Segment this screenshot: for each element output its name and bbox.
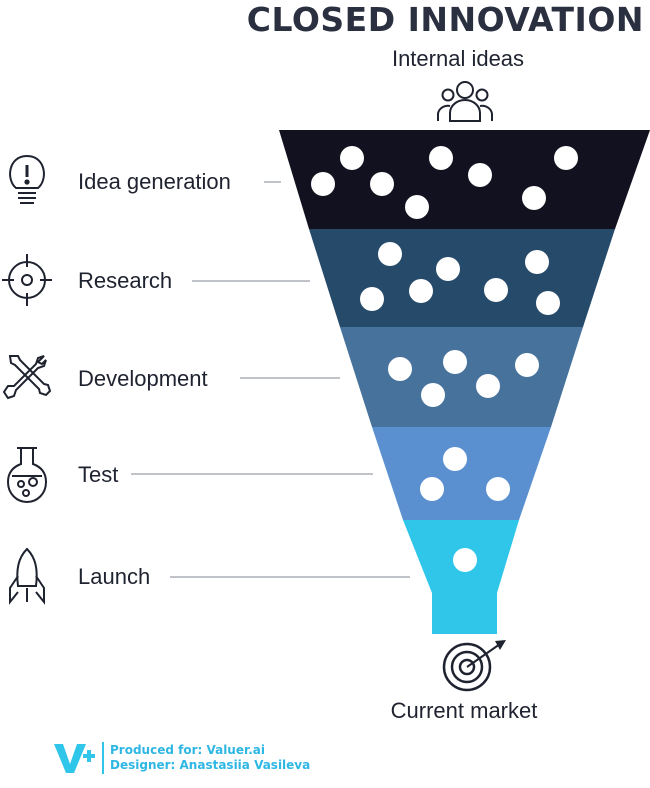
idea-dot [468, 163, 492, 187]
research-dot [378, 242, 402, 266]
flask-icon [6, 447, 48, 504]
rocket-icon [9, 547, 45, 605]
development-dot [515, 353, 539, 377]
idea-dot [405, 195, 429, 219]
top-label: Internal ideas [391, 46, 525, 71]
idea-dot [340, 146, 364, 170]
research-dot [360, 287, 384, 311]
people-icon [437, 81, 493, 122]
stage-label-idea-generation: Idea generation [78, 169, 231, 194]
research-dot [536, 291, 560, 315]
research-dot [436, 257, 460, 281]
funnel-stage-idea-generation [279, 130, 650, 229]
valuer-logo [54, 744, 95, 773]
idea-dot [554, 146, 578, 170]
crosshair-icon [2, 254, 52, 306]
designer: Designer: Anastasiia Vasileva [110, 758, 311, 772]
research-dot [525, 250, 549, 274]
bottom-label: Current market [390, 698, 538, 723]
lightbulb-icon [9, 154, 45, 204]
funnel-stage-test [372, 427, 551, 520]
development-dot [388, 357, 412, 381]
development-dot [421, 383, 445, 407]
test-dot [420, 477, 444, 501]
produced-for: Produced for: Valuer.ai [110, 743, 265, 757]
funnel-stage-research [309, 229, 615, 327]
footer-credits: Produced for: Valuer.ai Designer: Anasta… [110, 743, 310, 773]
idea-dot [522, 186, 546, 210]
development-dot [443, 350, 467, 374]
idea-dot [429, 146, 453, 170]
page-title: CLOSED INNOVATION [246, 0, 644, 39]
development-dot [476, 374, 500, 398]
funnel-stage-development [340, 327, 583, 427]
launch-dot [453, 548, 477, 572]
stage-label-development: Development [78, 366, 208, 391]
research-dot [409, 279, 433, 303]
stage-label-research: Research [78, 268, 173, 293]
footer-separator [102, 742, 104, 774]
research-dot [484, 278, 508, 302]
footer: Produced for: Valuer.ai Designer: Anasta… [52, 740, 310, 776]
idea-dot [370, 172, 394, 196]
idea-dot [311, 172, 335, 196]
funnel-stage-launch [403, 520, 519, 634]
test-dot [443, 447, 467, 471]
stage-label-launch: Launch [78, 564, 151, 589]
tools-icon [2, 355, 52, 400]
test-dot [486, 477, 510, 501]
stage-label-test: Test [78, 462, 119, 487]
target-icon [442, 640, 506, 692]
